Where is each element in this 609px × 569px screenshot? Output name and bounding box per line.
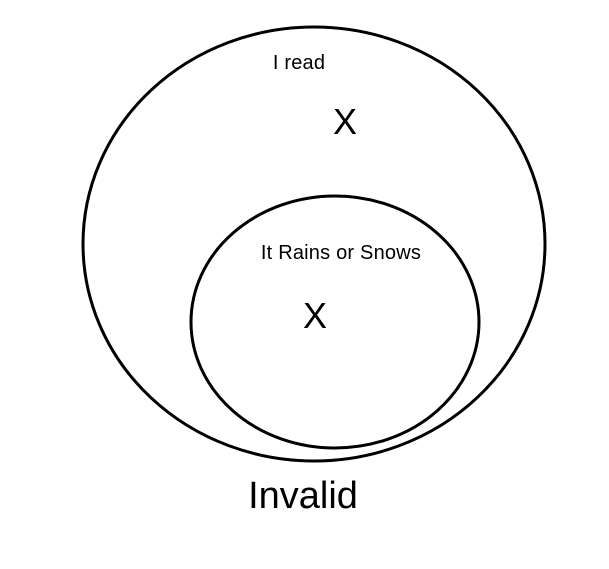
inner-circle-x-mark: X <box>302 295 328 336</box>
verdict-caption: Invalid <box>248 475 358 517</box>
outer-circle-shape <box>81 25 547 463</box>
outer-circle-x-mark: X <box>332 101 358 142</box>
inner-circle-shape <box>189 194 481 450</box>
outer-circle-label: I read <box>272 52 326 74</box>
inner-circle-label: It Rains or Snows <box>260 242 422 264</box>
